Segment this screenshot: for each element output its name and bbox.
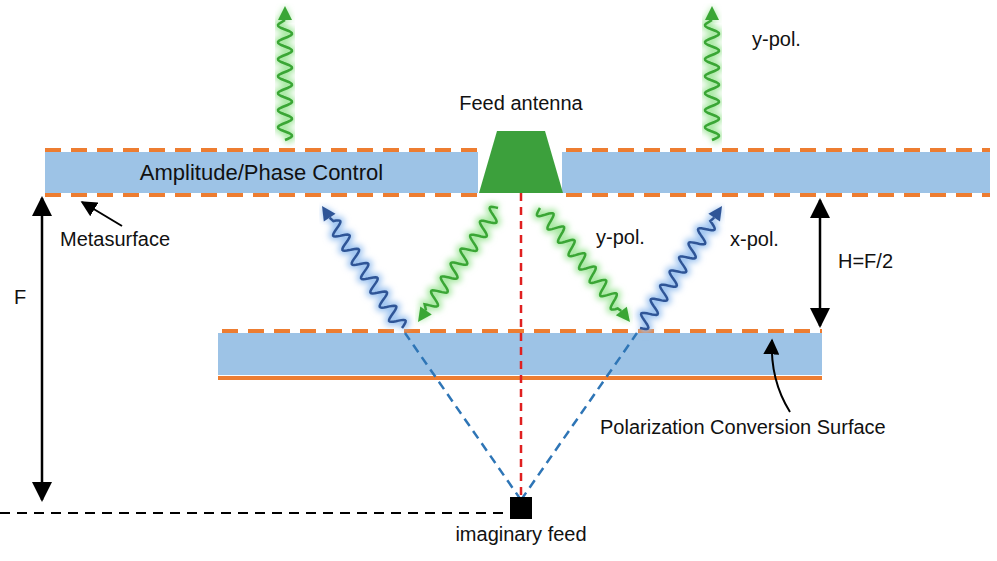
polarization-label: x-pol. [730, 228, 779, 251]
wave-glow [640, 218, 715, 329]
wave-head [278, 6, 292, 20]
wave [425, 207, 498, 311]
metasurface-dashes [566, 193, 990, 197]
focal-line [0, 512, 508, 514]
wave-glow [278, 20, 292, 140]
metasurface-dashes [566, 148, 990, 152]
metasurface-band [562, 152, 990, 193]
wave [537, 208, 621, 311]
wave-head [708, 206, 722, 222]
wave-arrow [322, 206, 406, 328]
wave-glow [425, 207, 498, 311]
image-ray [405, 333, 521, 500]
metasurface-dashes [45, 193, 478, 197]
axis-line [520, 193, 523, 497]
polarization-label: y-pol. [596, 226, 645, 249]
wave-head [616, 307, 630, 322]
wave [640, 218, 715, 329]
dimension-label: F [14, 286, 26, 309]
leader-line [82, 202, 122, 226]
dimension-arrow [819, 200, 822, 326]
wave-head [418, 307, 432, 322]
wave [330, 218, 406, 328]
polarization-label: y-pol. [752, 28, 801, 51]
metasurface-band: Amplitude/Phase Control [45, 152, 478, 193]
dimension-label: H=F/2 [838, 250, 893, 273]
wave [278, 20, 292, 140]
wave-arrow [537, 208, 630, 322]
wave-arrow [705, 6, 719, 140]
wave-head [705, 6, 719, 20]
wave-head [322, 206, 336, 222]
wave [705, 20, 719, 140]
wave-glow [322, 206, 336, 222]
wave-glow [537, 208, 621, 311]
wave-glow [278, 6, 292, 20]
node-label: imaginary feed [455, 523, 586, 546]
node-label: Feed antenna [459, 92, 582, 115]
pcs-dashes [222, 329, 822, 333]
band-label: Amplitude/Phase Control [140, 160, 383, 185]
leader-line [772, 340, 790, 412]
wave-glow [708, 206, 722, 222]
antenna-shape [461, 129, 581, 193]
imaginary-feed: imaginary feed [446, 497, 596, 557]
wave-glow [705, 6, 719, 20]
wave-arrow [418, 207, 498, 322]
dimension-arrow [41, 198, 44, 500]
wave-arrow [640, 206, 722, 329]
wave-glow [705, 20, 719, 140]
part-name: Polarization Conversion Surface [600, 416, 886, 439]
wave-arrow [278, 6, 292, 140]
feed-antenna: Feed antenna [455, 92, 586, 193]
wave-glow [330, 218, 406, 328]
part-name: Metasurface [60, 228, 170, 251]
antenna-horn [479, 131, 563, 193]
feed-square [510, 497, 532, 519]
